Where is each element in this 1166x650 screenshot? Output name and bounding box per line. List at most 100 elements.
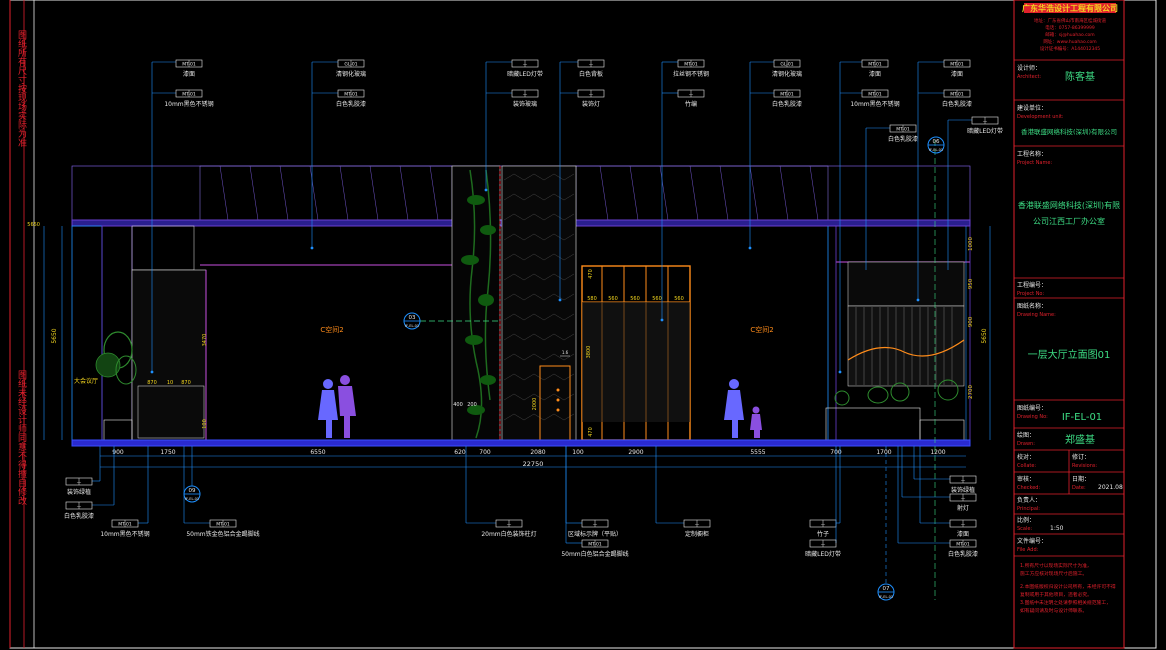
company-line: 地址：广东省佛山市南海区桂城街道 — [1034, 17, 1106, 24]
right-wave-light — [847, 339, 965, 361]
callout-text: 射灯 — [957, 504, 969, 512]
file-label: 文件编号： — [1017, 537, 1047, 545]
callout-code: — — [507, 523, 512, 528]
principal-label-en: Principal: — [1017, 506, 1040, 512]
callout-text: 竹编 — [685, 100, 697, 108]
small-dim: 870 — [181, 380, 191, 386]
material-callout: —装饰绿植 — [949, 475, 977, 494]
bottom-dim: 700 — [479, 449, 491, 456]
callout-code: — — [523, 63, 528, 68]
callout-code: — — [821, 543, 826, 548]
company-logo-bar — [1024, 3, 1116, 13]
cabinet-dims: 470 580 560 560 560 560 3800 470 — [586, 269, 684, 437]
callout-text: 装饰绿植 — [67, 488, 91, 496]
project-no-label: 工程编号： — [1017, 281, 1047, 289]
callout-code: MT-01 — [118, 522, 132, 528]
callout-code: MT-01 — [956, 542, 970, 548]
leader-dot — [660, 318, 664, 322]
callout-text: 装饰玻璃 — [513, 100, 537, 108]
low-dim: 200 — [467, 402, 477, 408]
callout-text: 白色乳胶漆 — [336, 100, 366, 108]
glass-panel-right — [575, 165, 829, 221]
principal-label: 负责人： — [1017, 496, 1041, 504]
section-mark-num: 06 — [933, 139, 940, 145]
callout-code: MT-01 — [684, 62, 698, 68]
title-block: 广东华浩设计工程有限公司 地址：广东省佛山市南海区桂城街道 电话：0757-86… — [1013, 0, 1125, 649]
cabinet-dim: 560 — [652, 296, 662, 302]
leader-dot — [916, 298, 920, 302]
date-value: 2021.08 — [1098, 484, 1123, 491]
callout-code: MT-01 — [868, 62, 882, 68]
section-mark-num: 07 — [883, 586, 890, 592]
callout-code: — — [821, 523, 826, 528]
collate-label-en: Collate: — [1017, 463, 1036, 469]
child-figure — [750, 406, 762, 438]
callout-text: 清钢化玻璃 — [336, 70, 366, 78]
project-name-box: 香港联盛网络科技(深圳)有限公司江西工厂办公室 — [1018, 201, 1120, 226]
section-mark-num: 03 — [409, 315, 416, 321]
bottom-dim: 900 — [112, 449, 124, 456]
callout-code: — — [589, 93, 594, 98]
bamboo-leaves — [461, 195, 496, 415]
file-label-en: File Add: — [1017, 547, 1039, 553]
dev-name: 香港联盛网络科技(深圳)有限公司 — [1021, 127, 1117, 136]
callout-text: 漆面 — [951, 70, 963, 78]
callout-text: 清钢化玻璃 — [772, 70, 802, 78]
material-callout: —白色乳胶漆 — [64, 501, 94, 520]
callout-code: — — [961, 523, 966, 528]
drawing-no-label: 图纸编号： — [1017, 404, 1047, 412]
project-label-en: Project Name: — [1017, 160, 1052, 166]
material-callout: —暗藏LED灯带 — [967, 116, 1003, 135]
material-callout: —暗藏LED灯带 — [507, 59, 543, 78]
leader-dot — [838, 370, 842, 374]
callout-text: 白色乳胶漆 — [942, 100, 972, 108]
drawing-name-label-en: Drawing Name: — [1017, 312, 1056, 318]
material-callout: — 竹子 — [809, 519, 837, 538]
note-line: 如有疑问请及时与设计师联系。 — [1020, 607, 1087, 614]
material-callout: MT-01 拉丝钢不锈钢 — [673, 59, 709, 78]
leader-dot — [484, 188, 488, 192]
project-label: 工程名称： — [1017, 150, 1047, 158]
drawing-no-label-en: Drawing No: — [1017, 414, 1048, 420]
callout-text: 竹子 — [817, 530, 829, 538]
callout-text: 拉丝钢不锈钢 — [673, 70, 709, 78]
bottom-dim: 2080 — [530, 449, 545, 456]
callout-code: MT-01 — [896, 127, 910, 133]
callout-code: — — [983, 120, 988, 125]
left-margin-notes: 图纸所有尺寸按现场实际为准 图纸未经设计师同意不得擅自修改 — [16, 30, 27, 506]
section-mark-sheet: IF-EL-01 — [879, 595, 893, 599]
callout-text: 50mm铁金色铝合金踢脚线 — [186, 530, 259, 538]
bottom-dim: 1700 — [876, 449, 891, 456]
callout-text: 50mm白色铝合金踢脚线 — [561, 550, 628, 558]
drawing-name: 一层大厅立面图01 — [1028, 348, 1111, 361]
person-figure-left — [318, 379, 338, 438]
company-line: 网址：www.huahao.com — [1043, 38, 1096, 45]
leader-dot — [748, 246, 752, 250]
callout-code: GL-01 — [344, 62, 357, 68]
leader-dot — [150, 370, 154, 374]
material-callout: GL-01 清钢化玻璃 — [336, 59, 366, 78]
revision-label: 修订： — [1072, 453, 1090, 461]
callout-text: 区域标示牌（平贴） — [568, 530, 622, 538]
checked-label-en: Checked: — [1017, 485, 1040, 491]
cabinet-dim: 560 — [608, 296, 618, 302]
callout-code: — — [523, 93, 528, 98]
callout-code: MT-01 — [868, 92, 882, 98]
left-overall-height: 5650 — [51, 328, 58, 343]
callout-code: MT-01 — [950, 92, 964, 98]
left-bench — [137, 385, 205, 439]
callout-text: 漆面 — [183, 70, 195, 78]
leader-dot — [558, 298, 562, 302]
margin-note-top: 图纸所有尺寸按现场实际为准 — [16, 30, 27, 148]
designer-label: 设计师： — [1017, 64, 1041, 72]
bottom-callouts: —装饰绿植—白色乳胶漆MT-0110mm黑色不锈钢MT-0150mm铁金色铝合金… — [64, 446, 978, 558]
collate-label: 校对： — [1017, 453, 1035, 461]
callout-text: 20mm白色装饰柱灯 — [481, 530, 536, 538]
